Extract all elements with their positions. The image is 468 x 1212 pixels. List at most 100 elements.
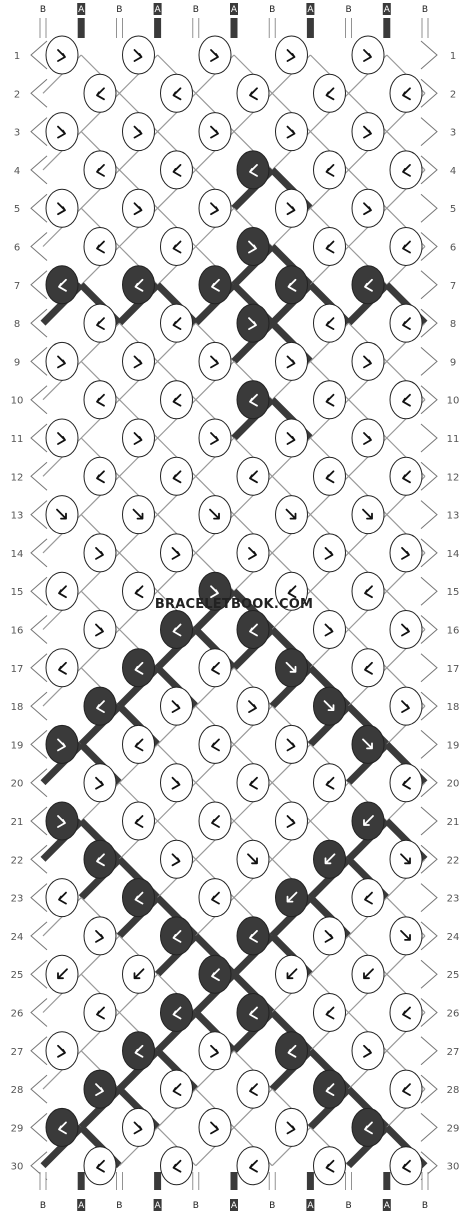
- knot: [313, 686, 346, 726]
- edge-thread: [30, 615, 48, 644]
- knot-arrow-icon: [172, 623, 182, 637]
- knot: [83, 1069, 117, 1109]
- knot-arrow-icon: [364, 585, 373, 599]
- knot: [275, 571, 308, 611]
- knot: [198, 954, 232, 994]
- knot: [198, 1107, 232, 1147]
- knot-arrow-icon: [364, 661, 373, 675]
- knot: [83, 610, 117, 649]
- knot-arrow-icon: [325, 317, 335, 331]
- knot: [45, 35, 79, 75]
- knot-arrow-icon: [57, 815, 66, 828]
- knot: [236, 227, 270, 266]
- edge-thread: [420, 1113, 438, 1142]
- row-number: 8: [450, 319, 456, 330]
- row-number: 22: [447, 855, 460, 866]
- row-number: 5: [450, 204, 456, 215]
- edge-thread: [420, 500, 438, 529]
- knot-arrow-icon: [325, 240, 335, 254]
- knot: [275, 265, 308, 305]
- knot-arrow-icon: [96, 393, 105, 407]
- string-label-bg: [153, 3, 162, 15]
- knot-arrow-icon: [132, 508, 144, 520]
- knot: [45, 418, 79, 458]
- knot-arrow-icon: [210, 49, 219, 62]
- edge-thread: [30, 347, 48, 376]
- row-number: 5: [14, 204, 20, 215]
- knot: [236, 1069, 270, 1109]
- knot-arrow-icon: [172, 240, 182, 254]
- row-number: 12: [11, 472, 24, 483]
- row-number: 23: [447, 894, 460, 905]
- edge-thread: [30, 653, 48, 683]
- row-number: 15: [447, 587, 460, 598]
- knot: [351, 1031, 385, 1071]
- knot-arrow-icon: [286, 1121, 296, 1135]
- string-label: B: [422, 1201, 428, 1211]
- knot-arrow-icon: [58, 1121, 67, 1135]
- edge-thread: [420, 730, 438, 759]
- knot: [83, 839, 117, 879]
- knot: [389, 610, 423, 649]
- knot-arrow-icon: [325, 470, 335, 484]
- knot: [313, 993, 346, 1032]
- knot: [83, 150, 117, 190]
- knot-arrow-icon: [402, 1083, 411, 1096]
- string-label: B: [193, 5, 199, 15]
- knot-arrow-icon: [247, 853, 258, 865]
- knot: [122, 724, 155, 764]
- string-label-bg: [230, 1199, 238, 1211]
- edge-thread: [30, 768, 48, 798]
- knot: [45, 954, 79, 994]
- knot-arrow-icon: [325, 393, 335, 407]
- knot: [122, 648, 155, 688]
- row-number: 2: [14, 89, 20, 100]
- string-label: A: [384, 5, 391, 15]
- edge-thread: [420, 347, 438, 376]
- knot: [275, 954, 308, 994]
- row-number: 1: [450, 51, 456, 62]
- knot-arrow-icon: [96, 700, 105, 713]
- knot-arrow-icon: [133, 1121, 143, 1135]
- knot: [351, 648, 385, 688]
- edge-thread: [30, 461, 48, 491]
- knot: [160, 610, 193, 649]
- edge-thread: [420, 921, 438, 951]
- knot-arrow-icon: [286, 49, 296, 62]
- string-label: B: [422, 5, 428, 15]
- knot: [83, 533, 117, 573]
- knot: [122, 265, 155, 305]
- knot: [236, 1146, 270, 1186]
- knot-arrow-icon: [57, 738, 66, 752]
- knot: [45, 648, 79, 688]
- knot-arrow-icon: [172, 87, 182, 101]
- knot: [275, 112, 308, 152]
- knot-arrow-icon: [58, 891, 67, 905]
- edge-thread: [420, 232, 438, 261]
- string-label: A: [307, 1201, 314, 1211]
- row-number: 16: [11, 626, 24, 637]
- knot: [313, 610, 346, 649]
- knot-arrow-icon: [57, 125, 66, 139]
- knot: [389, 456, 423, 496]
- knot-arrow-icon: [287, 1044, 297, 1058]
- knot-arrow-icon: [96, 87, 105, 101]
- knot: [275, 724, 308, 764]
- knot: [389, 993, 423, 1032]
- knot-arrow-icon: [133, 968, 145, 980]
- knot-arrow-icon: [134, 738, 144, 752]
- knot: [275, 495, 308, 535]
- watermark: BRACELETBOOK.COM: [154, 597, 314, 612]
- row-number: 15: [11, 587, 24, 598]
- knot-arrow-icon: [171, 776, 181, 790]
- knot: [83, 916, 117, 956]
- knot: [236, 686, 270, 726]
- knot-arrow-icon: [363, 432, 372, 445]
- knot: [351, 112, 385, 152]
- knot-arrow-icon: [134, 278, 144, 292]
- knot-arrow-icon: [133, 432, 143, 445]
- knot-arrow-icon: [364, 278, 373, 292]
- row-number: 17: [11, 664, 24, 675]
- knot: [160, 839, 193, 879]
- knot: [351, 801, 385, 841]
